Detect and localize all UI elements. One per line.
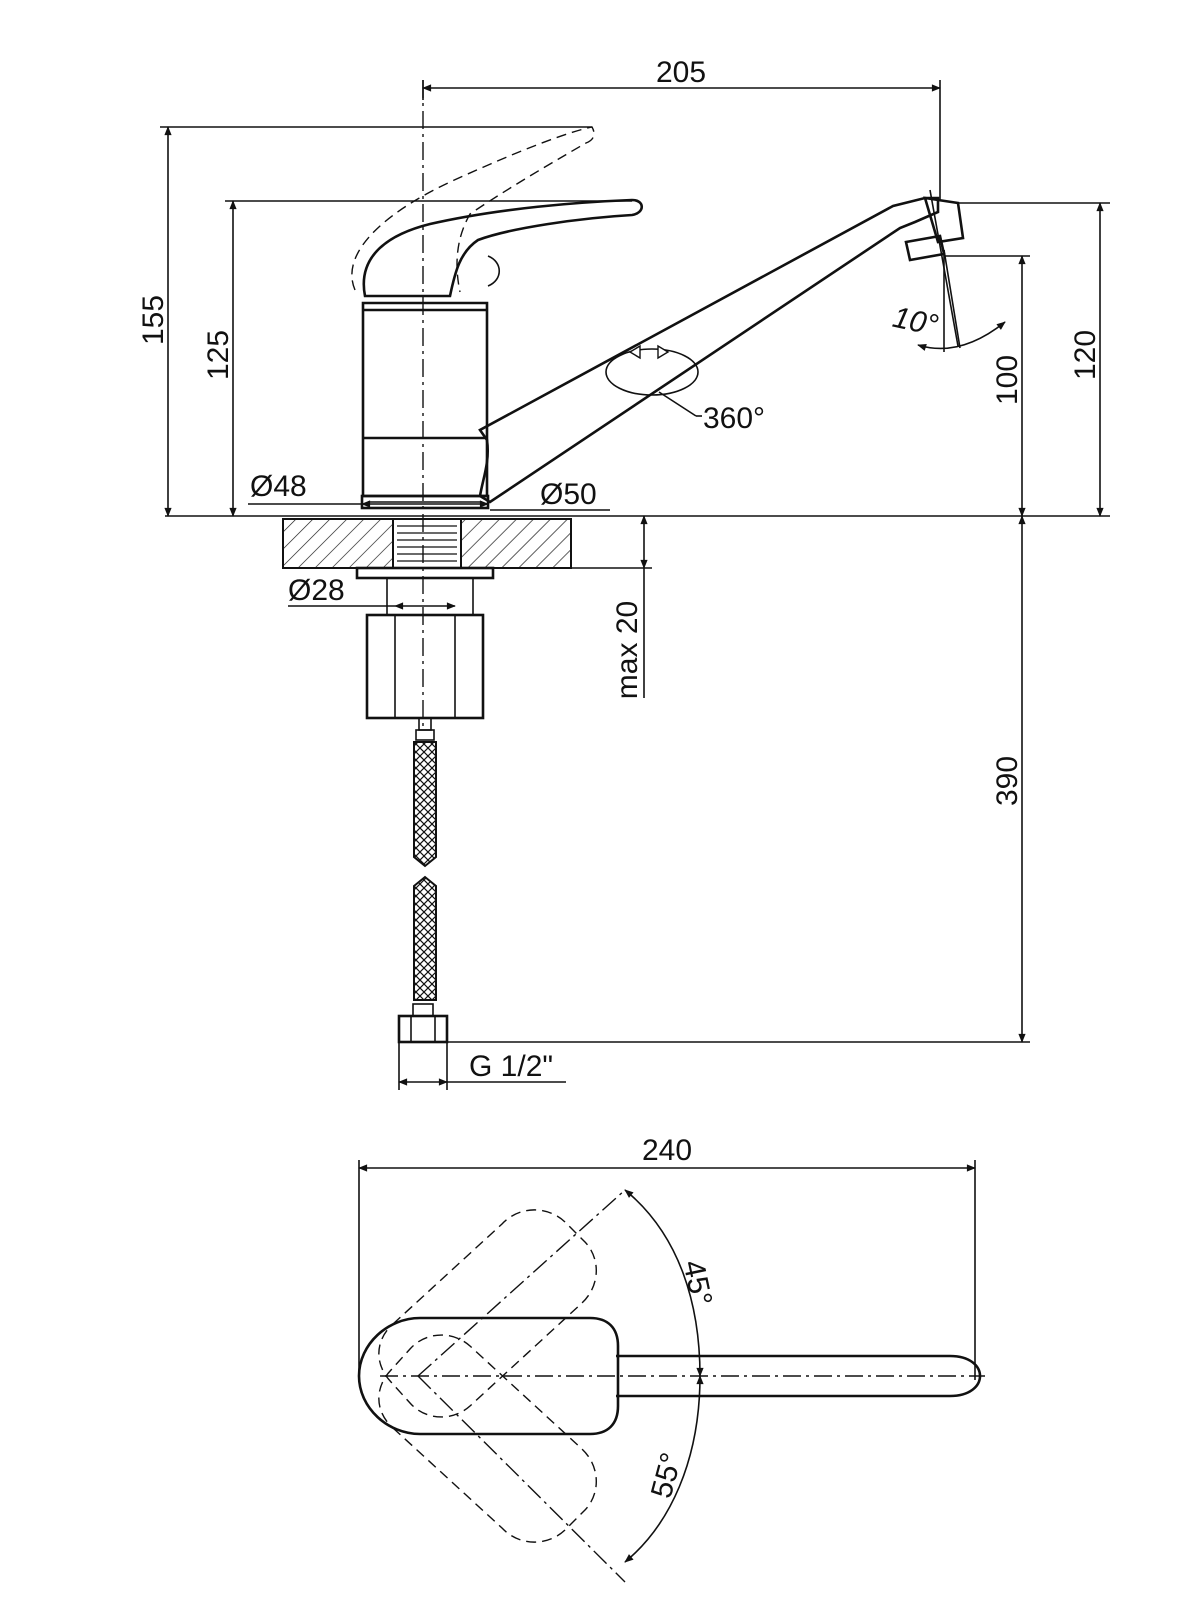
dim-base-dia: Ø48 xyxy=(250,470,307,503)
handle-ghost-up xyxy=(378,1209,597,1418)
dim-length: 240 xyxy=(642,1134,692,1167)
dim-spout-height: 120 xyxy=(1069,330,1102,380)
dim-flange-dia: Ø50 xyxy=(540,478,597,511)
dim-tilt: 10° xyxy=(890,301,941,343)
supply-hose xyxy=(397,717,449,1044)
dim-outlet-height: 100 xyxy=(991,355,1024,405)
top-view: 240 45° 55° xyxy=(357,1134,985,1583)
dim-spout-reach: 205 xyxy=(656,56,706,89)
lever-top xyxy=(357,1316,620,1436)
side-view: 205 155 125 120 100 360° 10° Ø48 Ø50 Ø28… xyxy=(137,56,1110,1090)
dim-angle-down: 55° xyxy=(645,1449,689,1501)
dimension-lines xyxy=(160,80,1110,1090)
dim-angle-up: 45° xyxy=(676,1257,718,1308)
dim-mount-dia: Ø28 xyxy=(288,574,345,607)
dim-hose-length: 390 xyxy=(991,756,1024,806)
lever-handle xyxy=(351,126,644,298)
dim-lever-height: 125 xyxy=(202,330,235,380)
spout-top xyxy=(616,1354,982,1398)
spout xyxy=(478,189,1006,504)
dim-total-height: 155 xyxy=(137,295,170,345)
dim-max-deck: max 20 xyxy=(611,601,644,699)
handle-ghost-down xyxy=(378,1334,597,1543)
dim-thread: G 1/2" xyxy=(469,1050,553,1083)
mounting-hardware xyxy=(355,566,495,720)
mixer-body xyxy=(360,301,490,510)
countertop-section xyxy=(282,518,572,569)
dim-swivel: 360° xyxy=(703,402,765,435)
